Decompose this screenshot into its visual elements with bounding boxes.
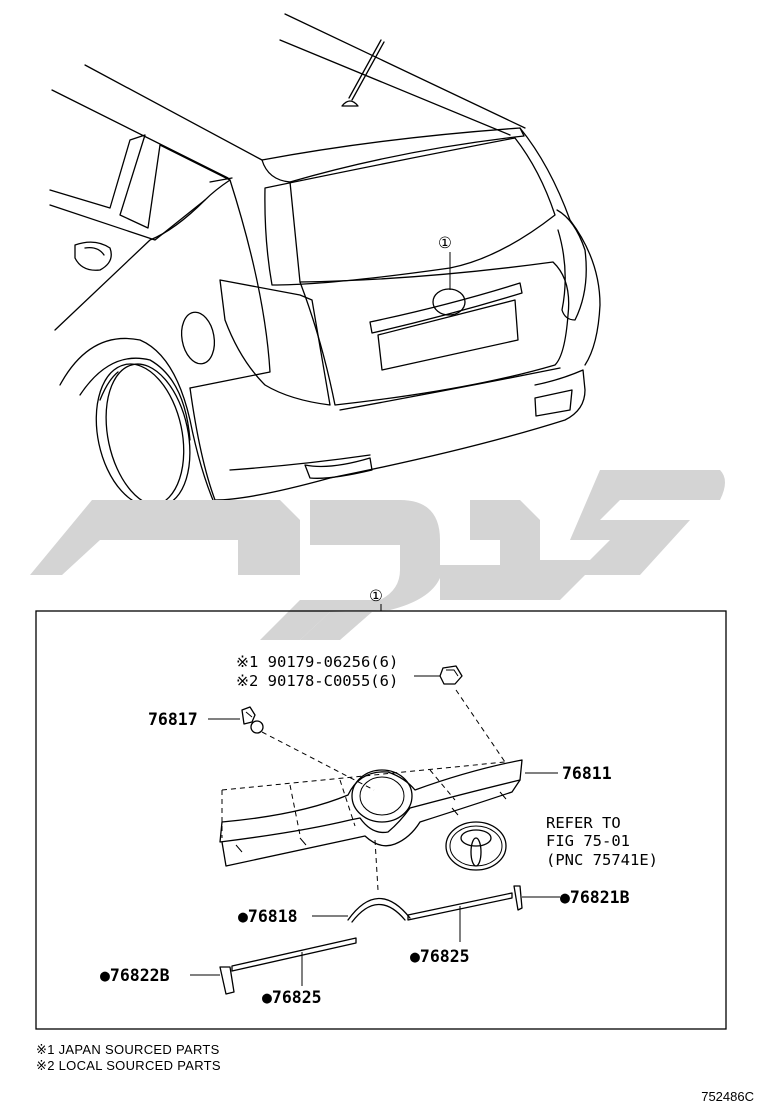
box-callout-label: ① (369, 587, 383, 605)
refer-line-3: (PNC 75741E) (546, 851, 658, 869)
fastener-76817-icon (241, 706, 264, 734)
footnote-local: ※2 LOCAL SOURCED PARTS (36, 1058, 221, 1073)
part-76825-left-label: ●76825 (262, 988, 322, 1007)
part-76821b-label: ●76821B (560, 888, 630, 907)
clip-local-label: ※2 90178-C0055(6) (236, 672, 398, 690)
part-76825-right-label: ●76825 (410, 947, 470, 966)
part-76811-label: 76811 (562, 764, 612, 783)
refer-line-2: FIG 75-01 (546, 832, 630, 850)
part-76817-label: 76817 (148, 710, 198, 729)
parts-box-frame (35, 610, 727, 1030)
part-76818-label: ●76818 (238, 907, 298, 926)
figure-code: 752486C (701, 1089, 754, 1104)
part-76822b-label: ●76822B (100, 966, 170, 985)
garnish-76811 (219, 759, 523, 867)
car-callout-label: ① (438, 234, 452, 252)
toyota-emblem-icon (445, 821, 507, 871)
refer-line-1: REFER TO (546, 814, 621, 832)
clip-nut-icon (439, 665, 463, 685)
clip-japan-label: ※1 90179-06256(6) (236, 653, 398, 671)
footnote-japan: ※1 JAPAN SOURCED PARTS (36, 1042, 220, 1057)
